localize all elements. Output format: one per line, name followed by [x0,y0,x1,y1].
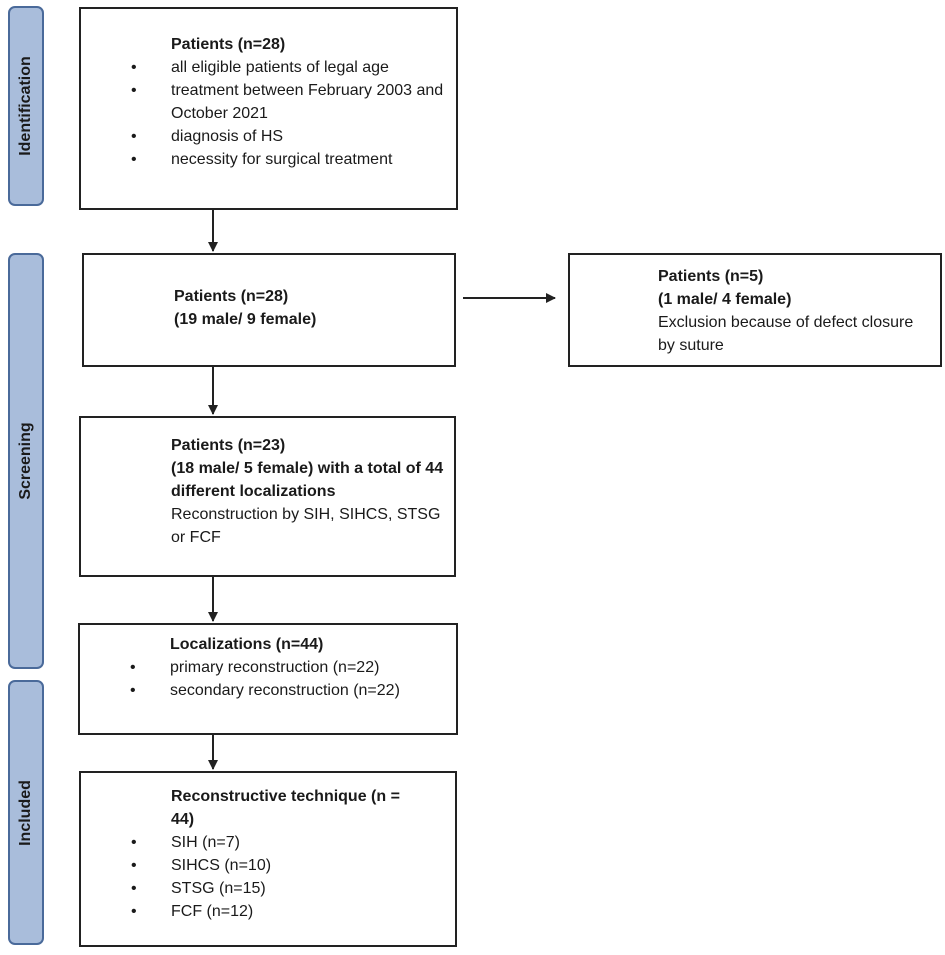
box-screening-patients: Patients (n=28) (19 male/ 9 female) [82,253,456,367]
box1-criteria-list: all eligible patients of legal age treat… [131,56,444,171]
list-item: secondary reconstruction (n=22) [130,679,448,702]
box-exclusion: Patients (n=5) (1 male/ 4 female) Exclus… [568,253,942,367]
box-identification-patients: Patients (n=28) all eligible patients of… [79,7,458,210]
box-localizations: Localizations (n=44) primary reconstruct… [78,623,458,735]
stage-included: Included [8,680,44,945]
list-item: SIH (n=7) [131,831,443,854]
box3-line3: Reconstruction by SIH, SIHCS, STSG or FC… [171,506,441,546]
box5-list: SIH (n=7) SIHCS (n=10) STSG (n=15) FCF (… [131,831,443,923]
box2-line2: (19 male/ 9 female) [174,311,317,328]
list-item: all eligible patients of legal age [131,56,444,79]
box-screening-included-patients: Patients (n=23) (18 male/ 5 female) with… [79,416,456,577]
box3-line2: (18 male/ 5 female) with a total of 44 d… [171,460,444,500]
exclusion-line2: (1 male/ 4 female) [658,291,792,308]
list-item: FCF (n=12) [131,900,443,923]
list-item: diagnosis of HS [131,125,444,148]
exclusion-line1: Patients (n=5) [658,268,764,285]
list-item: treatment between February 2003 and Octo… [131,79,444,125]
stage-identification: Identification [8,6,44,206]
list-item: STSG (n=15) [131,877,443,900]
box3-line1: Patients (n=23) [171,437,286,454]
box5-title: Reconstructive technique (n = 44) [171,788,400,828]
list-item: necessity for surgical treatment [131,148,444,171]
box1-title: Patients (n=28) [171,36,286,53]
exclusion-line3: Exclusion because of defect closure by s… [658,314,914,354]
box4-title: Localizations (n=44) [170,636,324,653]
stage-screening: Screening [8,253,44,669]
box2-line1: Patients (n=28) [174,288,289,305]
box-reconstructive-technique: Reconstructive technique (n = 44) SIH (n… [79,771,457,947]
box4-list: primary reconstruction (n=22) secondary … [130,656,448,702]
list-item: primary reconstruction (n=22) [130,656,448,679]
list-item: SIHCS (n=10) [131,854,443,877]
